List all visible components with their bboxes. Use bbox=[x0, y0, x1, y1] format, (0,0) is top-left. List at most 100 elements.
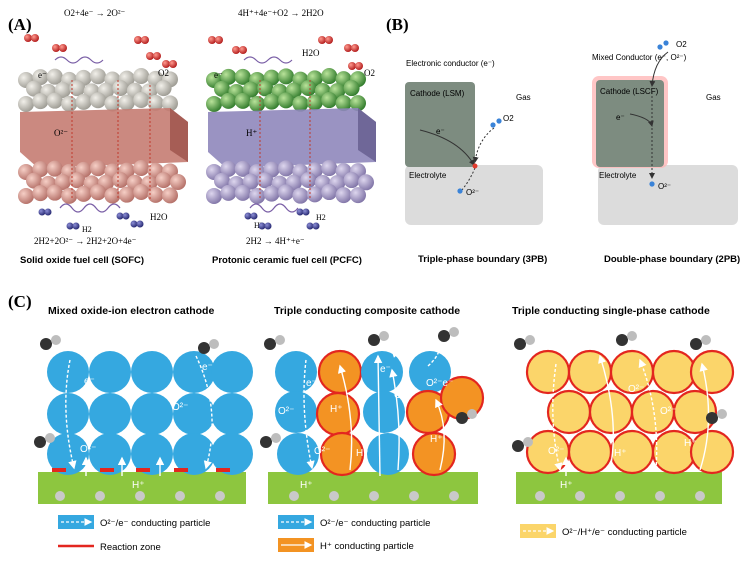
pcfc-anode-particle bbox=[220, 160, 237, 177]
c-left-legend bbox=[58, 515, 94, 548]
sofc-e-label: e⁻ bbox=[38, 70, 47, 80]
sofc-cathode-particle bbox=[147, 94, 164, 111]
tpb-o2-label: O2 bbox=[503, 114, 514, 123]
c-right-yellow-particle bbox=[689, 349, 735, 395]
pcfc-e-label: e⁻ bbox=[214, 70, 223, 80]
pcfc-h2-label-b: H2 bbox=[316, 213, 326, 222]
panel-a-letter: (A) bbox=[8, 15, 32, 34]
c-left-blue-particle bbox=[89, 393, 131, 435]
c-right-o-top-label: O²⁻ bbox=[628, 384, 644, 395]
sofc-anode-particle bbox=[133, 184, 150, 201]
c-left-reaction-zone bbox=[100, 468, 114, 472]
sofc-electrolyte-slab bbox=[20, 108, 188, 168]
c-mid-h-mid-label: H⁺ bbox=[330, 404, 343, 415]
o2-molecule-atom bbox=[52, 44, 60, 52]
c-molecule-atom bbox=[264, 338, 276, 350]
o2-molecule-atom bbox=[153, 52, 161, 60]
sofc-cathode-particle bbox=[133, 92, 150, 109]
c-mid-electrolyte-dot bbox=[449, 491, 459, 501]
sofc-cathode-particle bbox=[155, 80, 172, 97]
pcfc-cathode-particle bbox=[278, 68, 294, 85]
c-transport-arrow bbox=[195, 355, 213, 470]
c-left-title: Mixed oxide-ion electron cathode bbox=[48, 305, 214, 317]
tpb-diagram bbox=[405, 82, 543, 225]
pcfc-cathode-particle bbox=[321, 92, 338, 109]
h2-molecule-atom bbox=[244, 212, 252, 220]
pcfc-cathode-particle bbox=[234, 68, 251, 85]
c-left-o-mid-label: O²⁻ bbox=[172, 402, 188, 413]
h2-molecule-atom bbox=[264, 222, 272, 230]
c-decorations bbox=[34, 327, 727, 501]
o2-molecule-atom bbox=[344, 44, 352, 52]
pcfc-anode-particle bbox=[206, 187, 222, 204]
pcfc-cathode-particle bbox=[257, 80, 274, 97]
c-left-blue-particle bbox=[131, 351, 173, 393]
c-transport-arrow bbox=[435, 398, 445, 471]
c-molecule-atom bbox=[616, 334, 628, 346]
c-left-electrolyte-dot bbox=[95, 491, 105, 501]
c-right-yellow-particle bbox=[689, 429, 735, 475]
c-molecule-atom bbox=[379, 331, 389, 341]
c-mid-h-right-label: H⁺ bbox=[430, 434, 443, 445]
c-right-h-right-label: H⁺ bbox=[684, 438, 697, 449]
c-left-reaction-zone bbox=[174, 468, 188, 472]
pcfc-anode-particle bbox=[343, 172, 360, 189]
o2-molecule-atom bbox=[31, 34, 39, 42]
c-mid-blue-particle bbox=[409, 351, 451, 393]
c-mid-title: Triple conducting composite cathode bbox=[274, 305, 460, 317]
sofc-anode-particle bbox=[46, 160, 63, 177]
c-mid-o-low-label: O²⁻ bbox=[314, 446, 330, 457]
c-molecule-atom bbox=[512, 440, 524, 452]
c-molecule-atom bbox=[45, 433, 55, 443]
c-transport-arrow bbox=[303, 359, 315, 470]
sofc-anode-particle bbox=[162, 187, 178, 204]
pcfc-o2-label: O2 bbox=[364, 68, 375, 78]
c-left-h-label: H⁺ bbox=[132, 480, 145, 491]
c-right-o-low-label: O²⁻ bbox=[548, 446, 564, 457]
dpb-e-label: e⁻ bbox=[616, 113, 625, 122]
sofc-cathode-particle bbox=[46, 68, 63, 85]
sofc-anode-particle bbox=[18, 187, 34, 204]
pcfc-cathode-particle bbox=[249, 95, 266, 112]
c-mid-blue-particle bbox=[277, 433, 319, 475]
c-right-yellow-particle bbox=[651, 349, 697, 395]
c-molecule-atom bbox=[275, 335, 285, 345]
sofc-h2o-label: H2O bbox=[150, 212, 168, 222]
o2-molecule-atom bbox=[134, 36, 142, 44]
o2-molecule-atom bbox=[146, 52, 154, 60]
o2-molecule-atom bbox=[232, 46, 240, 54]
pcfc-anode-particle bbox=[358, 174, 374, 191]
c-left-blue-particle bbox=[173, 393, 215, 435]
c-mid-o-mid-label: O²⁻ bbox=[394, 390, 410, 401]
pcfc-anode-particle bbox=[249, 187, 266, 204]
pcfc-cathode-particle bbox=[206, 95, 222, 112]
sofc-cathode-particle bbox=[112, 80, 129, 97]
c-left-blue-particle bbox=[211, 351, 253, 393]
c-molecule-atom bbox=[368, 334, 380, 346]
c-right-yellow-particle bbox=[525, 349, 571, 395]
dpb-caption: Double-phase boundary (2PB) bbox=[604, 254, 740, 265]
sofc-anode-particle bbox=[104, 187, 121, 204]
c-left-reaction-zone bbox=[136, 468, 150, 472]
tpb-electrolyte-block bbox=[405, 165, 543, 225]
o2-molecule-atom bbox=[169, 60, 177, 68]
o2-molecule-atom bbox=[325, 36, 333, 44]
h2-molecule-atom bbox=[302, 208, 310, 216]
c-left-blue-particle bbox=[211, 433, 253, 475]
c-molecule-atom bbox=[271, 433, 281, 443]
pcfc-anode-particle bbox=[220, 184, 237, 201]
sofc-bottom-equation: 2H2+2O²⁻ → 2H2+2O+4e⁻ bbox=[34, 236, 137, 246]
pcfc-cell bbox=[206, 56, 376, 213]
pcfc-cathode-particle bbox=[220, 92, 237, 109]
sofc-ion-label: O²⁻ bbox=[54, 128, 68, 138]
c-left-blue-particle bbox=[89, 351, 131, 393]
sofc-cell bbox=[18, 56, 188, 213]
c-right-electrolyte-dot bbox=[695, 491, 705, 501]
c-left-blue-particle bbox=[173, 351, 215, 393]
pcfc-cathode-particle bbox=[350, 95, 366, 112]
c-left-blue-particle bbox=[131, 393, 173, 435]
c-mid-electrolyte-dot bbox=[329, 491, 339, 501]
o2-molecule-atom bbox=[141, 36, 149, 44]
c-molecule-atom bbox=[690, 338, 702, 350]
